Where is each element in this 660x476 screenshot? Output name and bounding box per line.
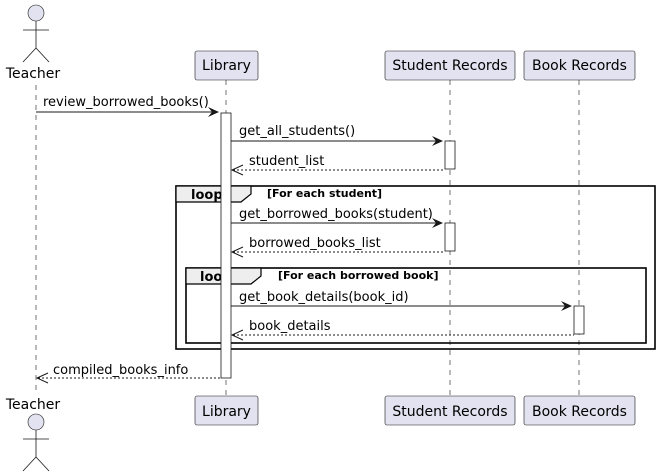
message-get-all-students: get_all_students() [231, 124, 443, 146]
participant-student-records-top: Student Records [384, 50, 516, 81]
message-label: get_book_details(book_id) [239, 290, 409, 305]
activation-book-records [573, 305, 585, 335]
actor-head-icon [27, 413, 45, 431]
fragment-loop-books: loop [For each borrowed book] [185, 267, 647, 344]
open-arrowhead-icon [230, 164, 244, 176]
participant-book-records-label: Book Records [532, 58, 627, 74]
fragment-condition: [For each student] [267, 187, 382, 200]
actor-leg-left-icon [22, 47, 37, 63]
participant-library-label: Library [202, 404, 251, 420]
participant-box [384, 50, 516, 81]
message-label: get_all_students() [239, 124, 355, 139]
message-label: borrowed_books_list [249, 236, 381, 251]
message-review-borrowed-books: review_borrowed_books() [36, 95, 219, 117]
actor-teacher-bottom: Teacher [5, 397, 61, 472]
message-label: compiled_books_info [53, 363, 188, 378]
participant-box [523, 395, 636, 426]
fragment-keyword: loop [191, 188, 223, 203]
actor-leg-right-icon [35, 456, 50, 472]
participant-book-records-bottom: Book Records [523, 395, 636, 426]
fragment-condition: [For each borrowed book] [278, 269, 438, 282]
fragment-loop-students: loop [For each student] [175, 185, 656, 350]
arrowhead-icon [561, 301, 572, 311]
message-label: student_list [249, 154, 324, 169]
participant-student-records-label: Student Records [392, 58, 507, 74]
actor-teacher-label: Teacher [5, 66, 61, 82]
arrowhead-icon [432, 136, 443, 146]
message-get-book-details: get_book_details(book_id) [231, 290, 572, 311]
actor-leg-left-icon [22, 456, 37, 472]
actor-teacher-label: Teacher [5, 397, 61, 413]
participant-library-label: Library [202, 58, 251, 74]
message-book-details: book_details [230, 319, 574, 341]
activation-student-records-2 [444, 222, 456, 252]
fragment-frame [175, 185, 656, 350]
arrowhead-icon [208, 107, 219, 117]
activation-library [220, 112, 232, 379]
fragment-tab [175, 185, 252, 203]
open-arrowhead-icon [230, 246, 244, 258]
fragment-frame [185, 267, 647, 344]
open-arrowhead-icon [35, 372, 49, 384]
message-label: review_borrowed_books() [43, 95, 209, 110]
participant-library-bottom: Library [194, 395, 259, 426]
message-compiled-books-info: compiled_books_info [35, 363, 221, 384]
message-student-list: student_list [230, 154, 445, 176]
message-label: book_details [249, 319, 331, 334]
participant-book-records-top: Book Records [523, 50, 636, 81]
participant-book-records-label: Book Records [532, 404, 627, 420]
participant-box [194, 50, 259, 81]
activation-student-records-1 [444, 140, 456, 170]
participant-student-records-bottom: Student Records [384, 395, 516, 426]
actor-leg-right-icon [35, 47, 50, 63]
message-label: get_borrowed_books(student) [239, 207, 433, 222]
participant-library-top: Library [194, 50, 259, 81]
arrowhead-icon [432, 218, 443, 228]
participant-box [384, 395, 516, 426]
message-borrowed-books-list: borrowed_books_list [230, 236, 445, 258]
actor-head-icon [27, 4, 45, 22]
open-arrowhead-icon [230, 329, 244, 341]
participant-student-records-label: Student Records [392, 404, 507, 420]
participant-box [194, 395, 259, 426]
actor-teacher-top: Teacher [5, 4, 61, 82]
participant-box [523, 50, 636, 81]
message-get-borrowed-books: get_borrowed_books(student) [231, 207, 443, 228]
